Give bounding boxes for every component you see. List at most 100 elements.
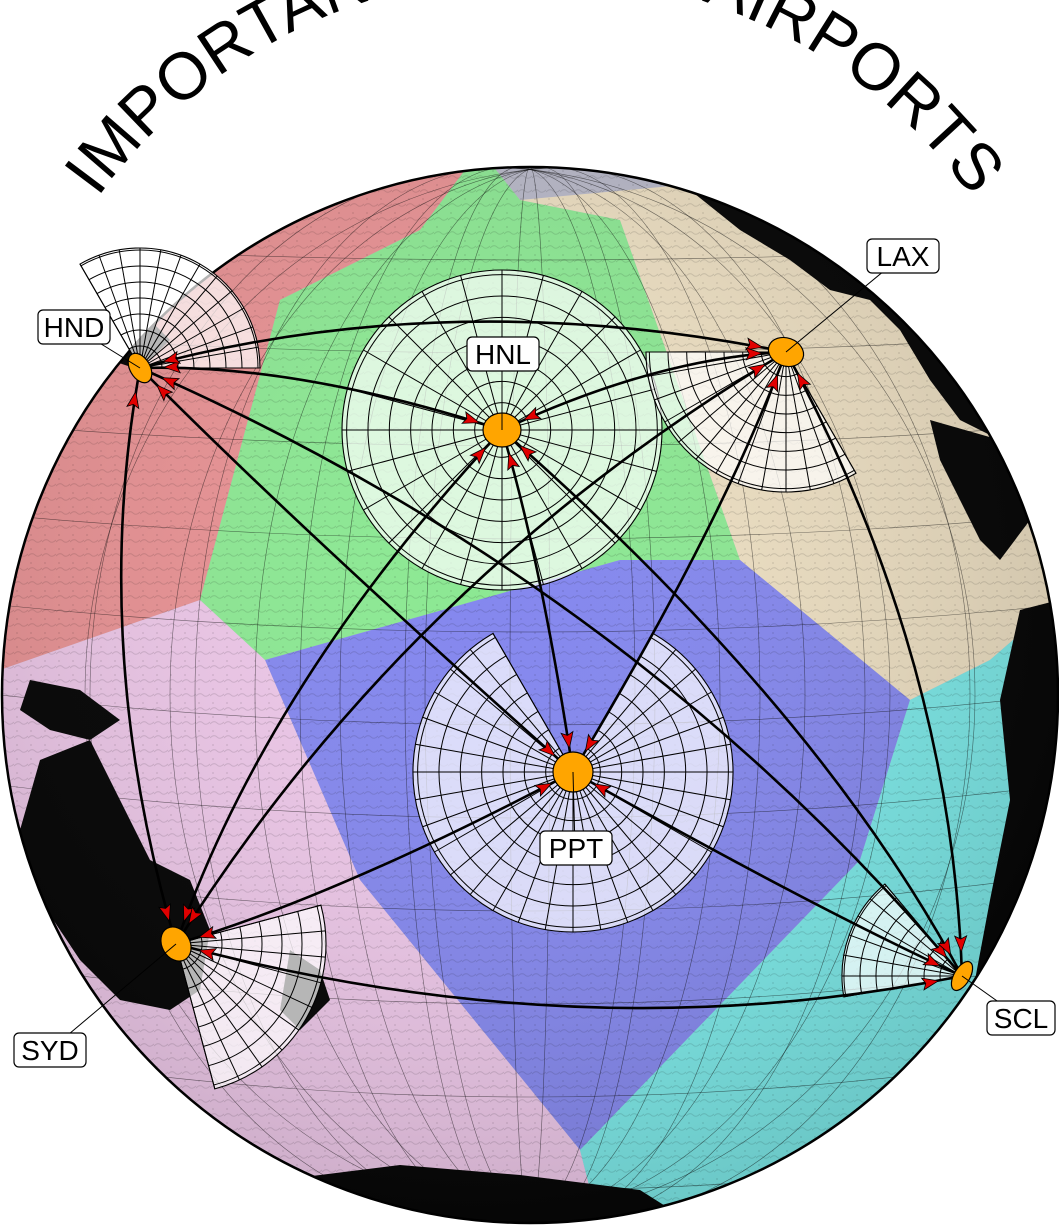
fan-spoke [501, 429, 583, 569]
route-lax-syd [174, 350, 787, 945]
route-syd-scl [175, 942, 963, 1010]
airport-label-lax: LAX [877, 241, 930, 272]
fan-spoke [869, 898, 963, 977]
fan-spoke [572, 771, 696, 876]
fan-spoke [139, 307, 245, 369]
fan-spoke [572, 668, 696, 773]
airport-label-scl: SCL [994, 1003, 1048, 1034]
airport-label-box [466, 336, 540, 372]
fan-ring [198, 921, 263, 1028]
arrow-head-to-hnd [156, 384, 174, 402]
fan-ring [213, 906, 323, 1086]
fan-spoke [501, 388, 657, 431]
arrow-head-to-ppt [533, 782, 553, 797]
route-hnd-scl [139, 366, 963, 977]
arrow-head-to-lax [796, 372, 812, 392]
fan-spoke [450, 771, 574, 876]
fan-spoke [139, 255, 182, 369]
fan-spoke [139, 263, 201, 369]
fan-spoke [175, 930, 326, 945]
range-fan-hnd [79, 247, 261, 369]
arrow-head-to-scl [920, 977, 940, 991]
airport-label-box [986, 1000, 1056, 1036]
fan-spoke [434, 691, 574, 773]
arrow-head-to-hnd [160, 377, 181, 391]
fan-spoke [785, 351, 811, 490]
fan-spoke [363, 349, 503, 431]
label-leader-line [49, 943, 177, 1051]
arrow-head-to-ppt [592, 783, 612, 798]
arrow-head-to-ppt [560, 730, 574, 750]
arrow-head-to-syd [188, 905, 204, 925]
fan-spoke [572, 716, 724, 773]
arrow-head-to-lax [744, 347, 764, 361]
fan-spoke [421, 429, 503, 569]
airport-label-box [37, 309, 111, 345]
arrow-head-to-syd [198, 948, 218, 962]
airport-label-ppt: PPT [549, 833, 603, 864]
route-lines [119, 320, 964, 1010]
fan-spoke [139, 326, 253, 369]
fan-spoke [175, 943, 240, 1081]
arrow-head-to-hnd [162, 350, 182, 364]
fan-spoke [501, 429, 657, 472]
arrow-head-to-hnl [469, 446, 487, 465]
fan-spoke [572, 771, 731, 801]
fan-spoke [843, 954, 963, 977]
fan-spoke [175, 943, 326, 958]
fan-spoke [415, 743, 574, 773]
fan-spoke [715, 351, 787, 474]
route-lax-scl [784, 351, 964, 977]
arrow-head-to-ppt [584, 733, 600, 753]
arrow-head-to-syd [158, 902, 171, 923]
arrow-head-to-scl [953, 934, 968, 954]
route-hnl-syd [174, 429, 503, 945]
arrow-head-to-scl [922, 952, 942, 967]
fan-spoke [139, 249, 162, 369]
fan-spoke [139, 275, 218, 369]
fan-spoke [139, 346, 259, 369]
arrow-head-to-hnd [126, 390, 140, 410]
fan-spoke [98, 255, 141, 369]
fan-spoke [347, 429, 503, 472]
arrow-head-to-hnl [461, 410, 481, 424]
arrow-head-to-lax [747, 363, 767, 379]
arrow-head-to-hnl [519, 445, 538, 462]
route-hnl-scl [501, 429, 964, 977]
fan-spoke [118, 249, 141, 369]
arrow-head-to-hnl [507, 451, 521, 472]
fan-spoke [857, 915, 963, 977]
arrow-head-to-ppt [538, 739, 556, 757]
fan-spoke [175, 943, 216, 1090]
fan-spoke [678, 351, 787, 443]
fan-ring [192, 926, 243, 1009]
fan-spoke [849, 934, 963, 977]
route-hnd-hnl [139, 366, 503, 432]
route-lax-ppt [571, 351, 788, 773]
fan-spoke [501, 429, 641, 511]
fan-spoke [175, 943, 283, 1051]
fan-spoke [501, 316, 616, 431]
fan-spoke [175, 943, 313, 1008]
fan-spoke [654, 351, 787, 401]
fan-spoke [175, 943, 300, 1031]
arrow-head-to-scl [936, 936, 952, 956]
fan-spoke [388, 316, 503, 431]
arrow-head-to-lax [744, 337, 764, 351]
fan-ring [208, 911, 303, 1067]
airport-label-syd: SYD [21, 1035, 79, 1066]
route-hnd-syd [119, 367, 178, 945]
fan-ring [203, 916, 283, 1047]
airport-label-box [539, 830, 613, 866]
fan-spoke [761, 351, 787, 490]
fan-spoke [785, 351, 835, 484]
fan-spoke [648, 351, 787, 377]
fan-spoke [422, 716, 574, 773]
fan-spoke [501, 349, 641, 431]
fan-spoke [572, 771, 724, 828]
fan-spoke [501, 291, 583, 431]
fan-spoke [695, 351, 787, 460]
fan-spoke [363, 429, 503, 511]
